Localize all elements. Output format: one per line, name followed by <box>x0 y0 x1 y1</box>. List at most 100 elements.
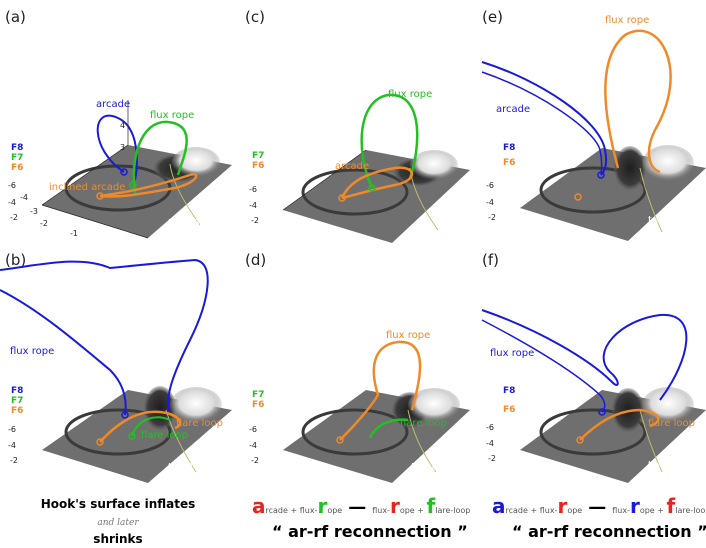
caption-hook-line2: and later <box>97 518 139 528</box>
panel-c-letter: (c) <box>245 8 265 26</box>
eq-text: lare-loop <box>675 506 706 515</box>
fieldline-orange <box>99 410 182 443</box>
eq-minus: — <box>348 497 367 518</box>
eq-text: ope + <box>639 506 667 515</box>
eq-minus: — <box>588 497 607 518</box>
fieldline-green <box>132 120 188 194</box>
panel-d-ticks: -6 -4 -2 <box>249 425 259 465</box>
time-label: t = 216 tA <box>648 460 700 471</box>
tick-vertical: 3 <box>120 143 125 152</box>
panel-d-surface <box>283 388 470 483</box>
svg-text:-6: -6 <box>8 425 16 434</box>
eq-letter-a: a <box>252 494 266 518</box>
panel-e: (e) -6 -4 -2 F8 F6 flux rope arcade t = … <box>481 8 706 241</box>
label-flux-rope: flux rope <box>490 348 534 359</box>
panel-a-letter: (a) <box>5 8 26 26</box>
eq-letter-r: r <box>317 494 328 518</box>
fieldline-blue <box>481 61 608 176</box>
panel-d-fieldlines <box>336 340 422 444</box>
eq-text: rcade + flux- <box>265 506 318 515</box>
time-label: t = 214 tA <box>648 215 700 226</box>
tick-left: -4 <box>8 198 16 207</box>
legend-F6: F6 <box>11 406 23 416</box>
svg-text:-2: -2 <box>488 213 496 222</box>
label-flux-rope: flux rope <box>605 15 649 26</box>
tick-bottom: -3 <box>30 207 38 216</box>
tick-vertical: 4 <box>120 121 125 130</box>
legend-F6: F6 <box>503 405 515 415</box>
panel-a-ticks: -6 -4 -2 -4 -3 -2 -1 3 4 <box>8 121 125 238</box>
panel-d: (d) -6 -4 -2 F7 F6 flux rope flare loop … <box>245 251 470 483</box>
equation-middle: arcade + flux-rope—flux-rope + flare-loo… <box>252 494 470 518</box>
svg-text:-6: -6 <box>486 181 494 190</box>
fieldline-green <box>360 93 419 189</box>
svg-text:-2: -2 <box>488 454 496 463</box>
fieldline-blue <box>0 258 209 413</box>
label-flare-loop: flare loop <box>400 418 447 429</box>
reconnection-label-middle: “ ar-rf reconnection ” <box>272 522 468 541</box>
eq-letter-a: a <box>492 494 506 518</box>
eq-text: lare-loop <box>435 506 471 515</box>
tick-left: -6 <box>8 181 16 190</box>
panel-b: (b) -6 -4 -2 F8 F7 F6 flux rope flare lo… <box>0 251 232 483</box>
label-flux-rope: flux rope <box>386 330 430 341</box>
label-inclined-arcade: inclined arcade <box>49 182 125 193</box>
panel-b-ticks: -6 -4 -2 <box>8 425 18 465</box>
legend-F6: F6 <box>252 161 264 171</box>
svg-text:-4: -4 <box>486 198 494 207</box>
svg-text:-2: -2 <box>251 216 259 225</box>
legend-F8: F8 <box>503 143 515 153</box>
fieldline-green <box>131 416 171 437</box>
eq-text: ope + <box>399 506 427 515</box>
panel-b-letter: (b) <box>5 251 26 269</box>
label-flare-loop: flare loop <box>141 430 188 441</box>
panel-e-ticks: -6 -4 -2 <box>486 181 496 222</box>
label-flux-rope: flux rope <box>10 346 54 357</box>
panel-f-fieldlines <box>481 309 688 444</box>
fieldline-orange <box>340 166 414 200</box>
legend-F7: F7 <box>252 151 264 161</box>
eq-letter-r: r <box>389 494 400 518</box>
fieldline-orange <box>579 408 660 441</box>
legend-F7: F7 <box>252 390 264 400</box>
eq-text: flux- <box>612 506 630 515</box>
fieldline-orange <box>99 172 198 198</box>
label-flux-rope: flux rope <box>388 89 432 100</box>
fieldline-green <box>368 418 409 439</box>
eq-text: ope <box>567 506 583 515</box>
label-flare-loop: flare loop <box>648 418 695 429</box>
svg-text:-2: -2 <box>10 456 18 465</box>
time-label: t = 180 tA <box>411 462 463 473</box>
panel-a-fieldlines <box>96 114 198 200</box>
eq-letter-f: f <box>666 494 676 518</box>
legend-F6: F6 <box>11 163 23 173</box>
legend-F6: F6 <box>252 400 264 410</box>
svg-text:-6: -6 <box>249 425 257 434</box>
legend-F8: F8 <box>503 386 515 396</box>
legend-F8: F8 <box>11 386 23 396</box>
panel-c-surface <box>282 149 470 243</box>
legend-F7: F7 <box>11 153 23 163</box>
tick-bottom: -2 <box>40 219 48 228</box>
label-flux-rope: flux rope <box>150 110 194 121</box>
svg-text:-6: -6 <box>249 185 257 194</box>
svg-text:-4: -4 <box>486 439 494 448</box>
label-arcade: arcade <box>496 104 530 115</box>
tick-bottom: -4 <box>20 193 28 202</box>
panel-e-fieldlines <box>481 29 672 201</box>
tick-bottom: -1 <box>70 229 78 238</box>
legend-F8: F8 <box>11 143 23 153</box>
eq-text: rcade + flux- <box>505 506 558 515</box>
panel-f-letter: (f) <box>482 251 499 269</box>
fieldline-blue <box>481 309 688 401</box>
fieldline-orange <box>604 29 672 174</box>
fieldline-orange <box>339 340 422 441</box>
panel-a: (a) -6 -4 -2 -4 -3 -2 -1 3 4 <box>5 8 232 239</box>
panel-e-letter: (e) <box>482 8 503 26</box>
panel-f: (f) -6 -4 -2 F8 F6 flux rope flare loop … <box>481 251 706 483</box>
panel-c-fieldlines <box>338 93 419 202</box>
panel-e-surface <box>520 145 706 241</box>
svg-text:-6: -6 <box>486 423 494 432</box>
eq-letter-r: r <box>629 494 640 518</box>
